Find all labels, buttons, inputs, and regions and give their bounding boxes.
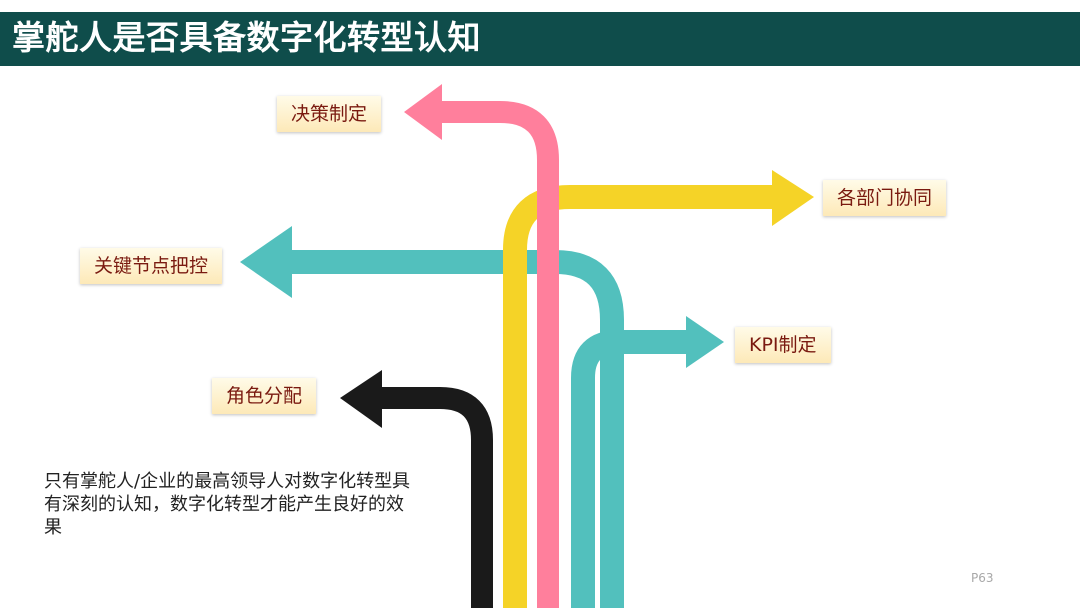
title-bar: 掌舵人是否具备数字化转型认知 bbox=[0, 12, 1080, 66]
label-kpi: KPI制定 bbox=[735, 327, 831, 363]
decision-arrow bbox=[404, 84, 559, 608]
slide-title: 掌舵人是否具备数字化转型认知 bbox=[12, 18, 481, 57]
label-collaboration: 各部门协同 bbox=[823, 180, 947, 216]
label-role: 角色分配 bbox=[212, 378, 317, 414]
label-key-node: 关键节点把控 bbox=[80, 248, 223, 284]
collaboration-arrow bbox=[503, 170, 814, 608]
label-decision: 决策制定 bbox=[277, 96, 382, 132]
page-number: P63 bbox=[971, 571, 994, 585]
key-node-arrow bbox=[240, 226, 624, 608]
role-arrow bbox=[340, 370, 493, 608]
note-text: 只有掌舵人/企业的最高领导人对数字化转型具有深刻的认知，数字化转型才能产生良好的… bbox=[44, 471, 411, 538]
